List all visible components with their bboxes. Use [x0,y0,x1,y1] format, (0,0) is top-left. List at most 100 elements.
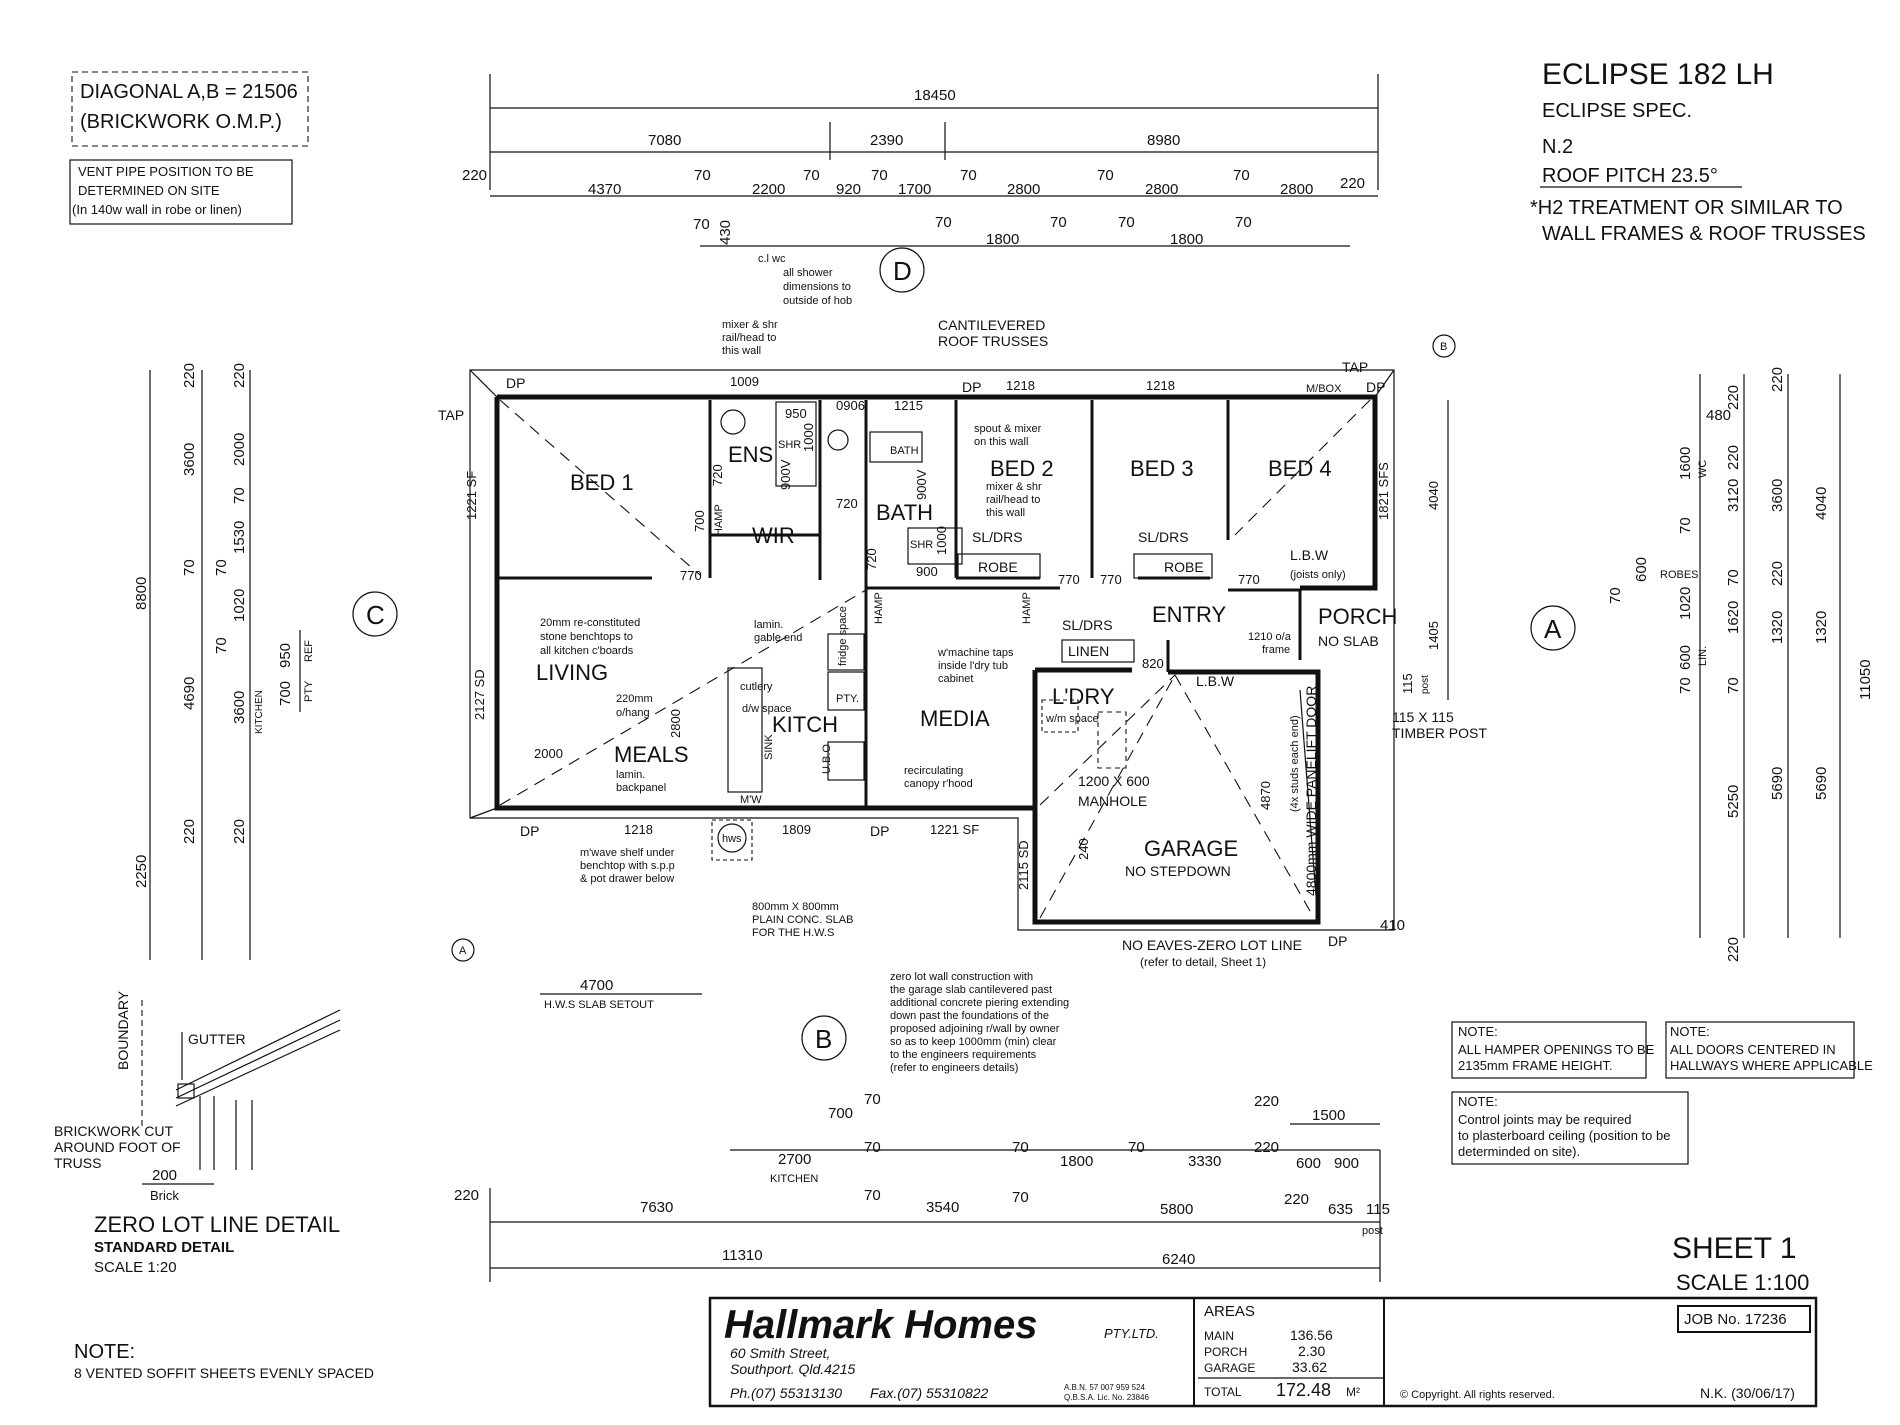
company-name: Hallmark Homes [724,1303,1037,1347]
svg-text:8980: 8980 [1147,132,1180,149]
svg-text:cutlery: cutlery [740,681,773,693]
svg-text:430: 430 [717,220,734,245]
svg-text:70: 70 [1128,1139,1145,1156]
svg-text:1700: 1700 [898,181,931,198]
svg-text:900V: 900V [778,459,793,490]
vent-line-2: DETERMINED ON SITE [78,183,220,198]
svg-text:70: 70 [181,559,198,576]
svg-text:w'machine taps: w'machine taps [937,647,1014,659]
svg-text:11050: 11050 [1857,659,1874,700]
shower-ens [775,401,817,487]
svg-text:220: 220 [1725,385,1742,410]
svg-text:5690: 5690 [1813,767,1830,800]
room-living: LIVING [536,660,608,685]
svg-text:70: 70 [231,487,248,504]
svg-text:720: 720 [836,496,858,511]
grid-d-label: D [893,256,912,286]
lbw-label-2: L.B.W [1196,673,1235,689]
svg-text:determinded on site).: determinded on site). [1458,1144,1580,1159]
svg-text:LIN.: LIN. [1697,646,1709,666]
svg-text:1009: 1009 [730,374,759,389]
garage-no-stepdown: NO STEPDOWN [1125,863,1231,879]
vent-line-1: VENT PIPE POSITION TO BE [78,164,254,179]
svg-text:d/w space: d/w space [742,703,792,715]
svg-text:6240: 6240 [1162,1251,1195,1268]
wm-space [1041,699,1079,733]
diagonal-line-2: (BRICKWORK O.M.P.) [80,111,282,133]
svg-text:2800: 2800 [1280,181,1313,198]
svg-text:115 X 115: 115 X 115 [1392,709,1454,725]
svg-text:770: 770 [680,568,702,583]
grid-a-label: A [1544,614,1562,644]
svg-text:720: 720 [864,548,879,570]
svg-text:post: post [1420,675,1431,694]
svg-text:PTY.: PTY. [836,693,859,705]
svg-text:KITCHEN: KITCHEN [770,1173,818,1185]
svg-text:this wall: this wall [986,507,1025,519]
sheet-scale: SCALE 1:100 [1676,1270,1809,1295]
svg-text:480: 480 [1706,407,1731,424]
svg-text:WC: WC [1697,460,1709,478]
model-title: ECLIPSE 182 LH [1542,58,1774,91]
svg-text:1320: 1320 [1769,611,1786,644]
svg-text:BATH: BATH [890,445,919,457]
svg-text:& pot drawer below: & pot drawer below [580,873,674,885]
svg-text:o/hang: o/hang [616,707,650,719]
zero-lot-detail: BOUNDARY GUTTER BRICKWORK CUT AROUND FOO… [54,990,341,1276]
svg-text:700: 700 [277,681,294,706]
svg-text:900: 900 [916,564,938,579]
svg-text:rail/head to: rail/head to [722,332,776,344]
svg-text:HAMP: HAMP [713,504,725,536]
svg-text:4370: 4370 [588,181,621,198]
svg-text:1020: 1020 [231,589,248,622]
svg-text:70: 70 [1607,587,1624,604]
toilet-ens [720,409,746,435]
room-ens: ENS [728,442,773,467]
svg-text:Ph.(07) 55313130: Ph.(07) 55313130 [730,1385,842,1401]
svg-text:proposed adjoining r/wall by o: proposed adjoining r/wall by owner [890,1023,1060,1035]
svg-text:U.B.O: U.B.O [821,744,833,774]
svg-text:benchtop with s.p.p: benchtop with s.p.p [580,860,675,872]
svg-text:Q.B.S.A. Lic. No. 23846: Q.B.S.A. Lic. No. 23846 [1064,1393,1149,1402]
svg-text:AROUND FOOT OF: AROUND FOOT OF [54,1139,181,1155]
svg-text:this wall: this wall [722,345,761,357]
room-entry: ENTRY [1152,602,1226,627]
room-bath: BATH [876,500,933,525]
svg-text:© Copyright. All rights reserv: © Copyright. All rights reserved. [1400,1389,1555,1401]
svg-text:1000: 1000 [801,423,816,452]
svg-text:770: 770 [1238,572,1260,587]
title-block: Hallmark Homes PTY.LTD. 60 Smith Street,… [708,1296,1818,1408]
svg-text:the garage slab cantilevered p: the garage slab cantilevered past [890,984,1052,996]
svg-text:7630: 7630 [640,1199,673,1216]
svg-text:4700: 4700 [580,977,613,994]
hamper-note-box [1451,1021,1647,1079]
svg-text:1530: 1530 [231,521,248,554]
svg-text:3600: 3600 [231,691,248,724]
grid-c-circle [352,591,398,637]
room-wir: WIR [752,523,795,548]
svg-text:FOR THE H.W.S: FOR THE H.W.S [752,927,834,939]
svg-text:BOUNDARY: BOUNDARY [115,990,131,1070]
svg-text:hws: hws [722,833,742,845]
svg-text:1221 SF: 1221 SF [930,822,979,837]
svg-text:DP: DP [520,823,539,839]
svg-text:recirculating: recirculating [904,765,963,777]
svg-text:200: 200 [152,1167,177,1184]
room-bed-1: BED 1 [570,470,634,495]
svg-text:outside of hob: outside of hob [783,295,852,307]
treatment-line-1: *H2 TREATMENT OR SIMILAR TO [1530,197,1843,219]
svg-text:post: post [1362,1225,1383,1237]
vent-note-box [69,159,293,225]
svg-text:3600: 3600 [1769,479,1786,512]
svg-text:additional concrete piering ex: additional concrete piering extending [890,997,1069,1009]
diagonal-note-box [71,71,309,147]
svg-text:18450: 18450 [914,87,956,104]
svg-text:SHR: SHR [778,439,801,451]
svg-text:8800: 8800 [133,577,150,610]
svg-text:2800: 2800 [1145,181,1178,198]
fridge-space [827,633,865,671]
cooktop [827,741,865,781]
svg-text:fridge space: fridge space [837,606,849,666]
svg-text:70: 70 [935,214,952,231]
